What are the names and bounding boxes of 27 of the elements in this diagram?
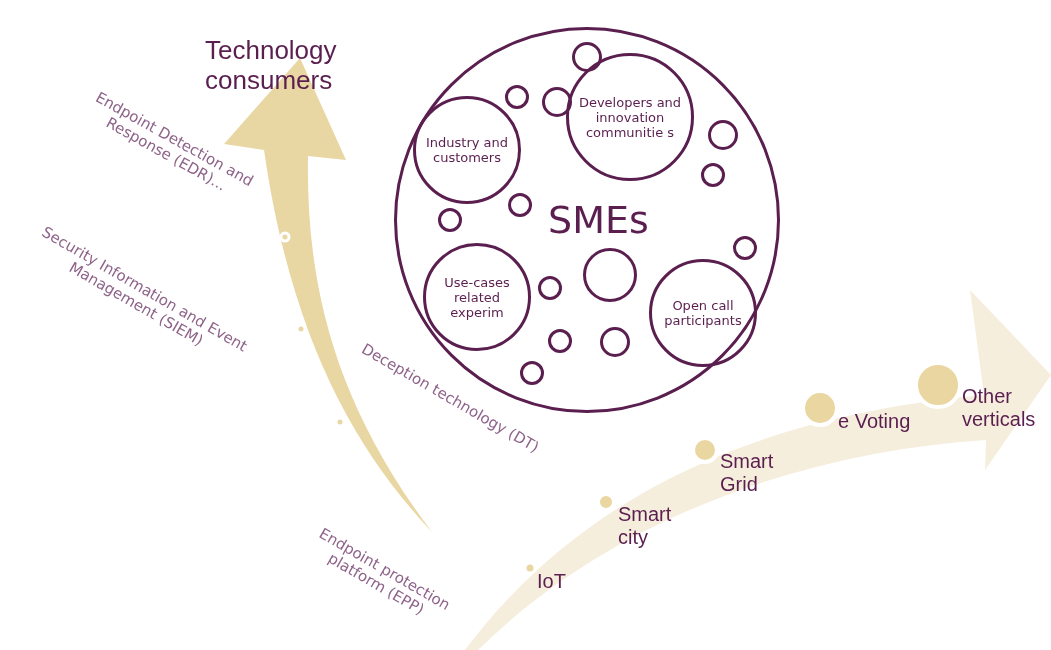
bubble-circle [708, 120, 738, 150]
circle-label: Developers and innovation communitie s [578, 94, 682, 140]
bubble-circle [701, 163, 725, 187]
bubble-circle [520, 361, 544, 385]
circle-label: Use-cases related experim [443, 274, 511, 320]
bubble-circle [733, 236, 757, 260]
vertical-label: Other verticals [962, 385, 1037, 431]
bubble-circle [438, 208, 462, 232]
vertical-label: Smart Grid [720, 450, 775, 496]
category-circle [566, 53, 694, 181]
bubble-circle [548, 329, 572, 353]
heading-label: Technology consumers [205, 36, 338, 96]
circle-label: Open call participants [663, 298, 743, 328]
vertical-label: Smart city [618, 503, 673, 549]
bubble-circle [600, 327, 630, 357]
vertical-label: IoT [537, 570, 567, 593]
circle-label: Industry and customers [425, 135, 509, 165]
bubble-circle [572, 42, 602, 72]
bubble-circle [538, 276, 562, 300]
bubble-circle [508, 193, 532, 217]
category-circle [413, 96, 521, 204]
bubble-circle [542, 87, 572, 117]
circle-title: SMEs [547, 198, 650, 242]
vertical-label: e Voting [838, 410, 912, 433]
category-circle [649, 259, 757, 367]
bubble-circle [505, 85, 529, 109]
bubble-circle [583, 248, 637, 302]
